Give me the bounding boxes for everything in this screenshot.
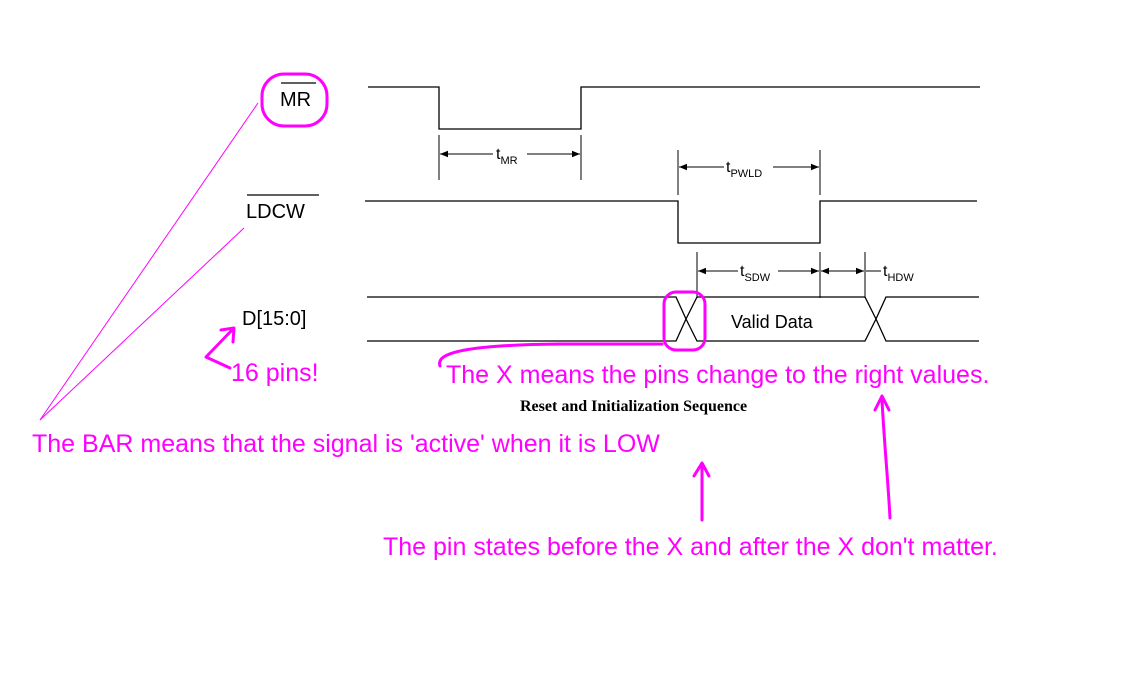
valid-data-label: Valid Data [731,312,814,332]
x-highlight-oval [662,290,707,352]
note-16-pins: 16 pins! [231,359,319,387]
timing-label-tsdw: tSDW [740,263,771,284]
ldcw-waveform [365,200,977,244]
timing-label-tmr: tMR [496,146,518,167]
signal-label-data: D[15:0] [242,308,306,330]
values-pointer-arrow [880,398,892,520]
pins-arrowhead [219,326,236,344]
bar-pointer-line-1 [39,102,259,421]
data-bus-top [367,296,979,342]
signal-label-mr: MR [280,89,311,111]
bar-pointer-line-2 [39,227,245,421]
mr-waveform [368,86,980,130]
data-bus-bottom [367,296,979,342]
low-arrowhead [692,461,711,478]
timing-label-thdw: tHDW [883,263,914,284]
note-dont-matter: The pin states before the X and after th… [383,533,998,561]
timing-label-tpwld: tPWLD [726,159,762,180]
diagram-caption: Reset and Initialization Sequence [520,398,747,415]
note-x-change: The X means the pins change to the right… [446,361,989,389]
signal-label-ldcw: LDCW [246,201,305,223]
x-change-pointer [438,342,664,368]
pins-pointer-arrow [204,327,235,370]
mr-highlight-circle [260,72,329,128]
values-arrowhead [873,394,891,412]
note-bar-meaning: The BAR means that the signal is 'active… [32,430,660,458]
